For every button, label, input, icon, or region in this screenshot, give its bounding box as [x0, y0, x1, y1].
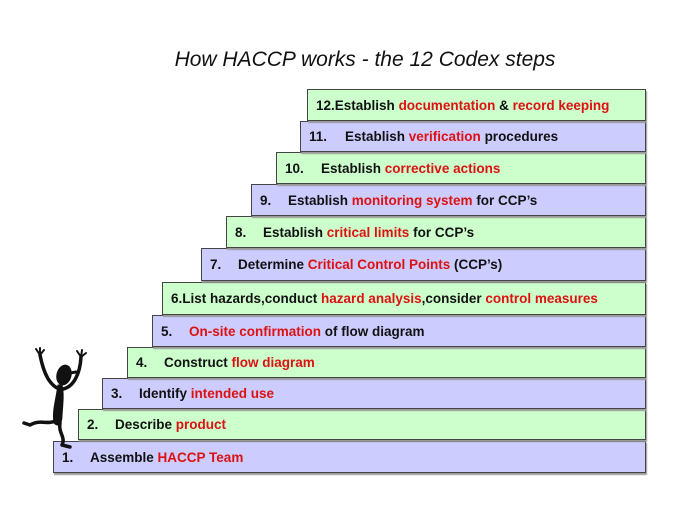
- step-number: 12.: [316, 97, 335, 113]
- step-text: &: [495, 97, 513, 113]
- step-3: 3. Identify intended use: [102, 378, 646, 409]
- step-text: Assemble: [90, 449, 158, 465]
- step-12: 12.Establish documentation & record keep…: [307, 89, 646, 121]
- step-5: 5. On-site confirmation of flow diagram: [152, 315, 646, 347]
- step-number: 5.: [161, 323, 173, 339]
- step-text: Construct: [164, 355, 232, 370]
- step-highlight-text: Critical Control Points: [307, 257, 451, 272]
- step-number: 9.: [260, 192, 272, 208]
- step-8: 8. Establish critical limits for CCP’s: [226, 216, 646, 248]
- climbing-stick-figure-icon: [22, 347, 87, 449]
- step-text: Establish: [334, 97, 399, 113]
- step-highlight-text: critical limits: [326, 224, 410, 240]
- step-text: Describe: [115, 417, 176, 432]
- step-text: procedures: [480, 129, 559, 144]
- step-text: Establish: [263, 224, 327, 240]
- step-highlight-text: control measures: [485, 291, 598, 306]
- step-text: ,consider: [421, 291, 486, 306]
- step-text: Identify: [139, 386, 191, 401]
- step-highlight-text: intended use: [190, 386, 275, 401]
- step-9: 9. Establish monitoring system for CCP’s: [251, 184, 646, 216]
- step-text: Determine: [238, 257, 308, 272]
- step-highlight-text: record keeping: [512, 97, 610, 113]
- step-number: 11.: [309, 129, 328, 144]
- step-number: 1.: [62, 449, 74, 465]
- step-highlight-text: product: [175, 417, 227, 432]
- diagram-title: How HACCP works - the 12 Codex steps: [174, 48, 556, 71]
- step-highlight-text: hazard analysis: [321, 291, 422, 306]
- step-number: 10.: [285, 160, 304, 176]
- step-highlight-text: flow diagram: [231, 355, 315, 370]
- step-7: 7. Determine Critical Control Points (CCP…: [201, 248, 646, 281]
- step-highlight-text: On-site confirmation: [189, 323, 322, 339]
- step-6: 6.List hazards,conduct hazard analysis,c…: [162, 282, 646, 315]
- step-highlight-text: corrective actions: [384, 160, 501, 176]
- step-text: of flow diagram: [321, 323, 425, 339]
- step-text: Establish: [321, 160, 385, 176]
- step-highlight-text: documentation: [398, 97, 496, 113]
- step-number: 7.: [210, 257, 222, 272]
- step-text: Establish: [288, 192, 352, 208]
- step-text: Establish: [345, 129, 409, 144]
- step-text: for CCP’s: [409, 224, 475, 240]
- step-highlight-text: monitoring system: [351, 192, 473, 208]
- step-4: 4. Construct flow diagram: [127, 347, 646, 378]
- step-number: 3.: [111, 386, 123, 401]
- step-10: 10. Establish corrective actions: [276, 152, 646, 184]
- step-text: for CCP’s: [472, 192, 538, 208]
- step-number: 4.: [136, 355, 148, 370]
- step-number: 2.: [87, 417, 99, 432]
- step-highlight-text: verification: [408, 129, 481, 144]
- step-text: (CCP’s): [450, 257, 503, 272]
- step-highlight-text: HACCP Team: [157, 449, 244, 465]
- step-11: 11. Establish verification procedures: [300, 121, 646, 152]
- step-number: 8.: [235, 224, 247, 240]
- step-1: 1. Assemble HACCP Team: [53, 441, 646, 473]
- step-text: List hazards,conduct: [182, 291, 322, 306]
- step-number: 6.: [171, 291, 183, 306]
- step-2: 2. Describe product: [78, 409, 646, 440]
